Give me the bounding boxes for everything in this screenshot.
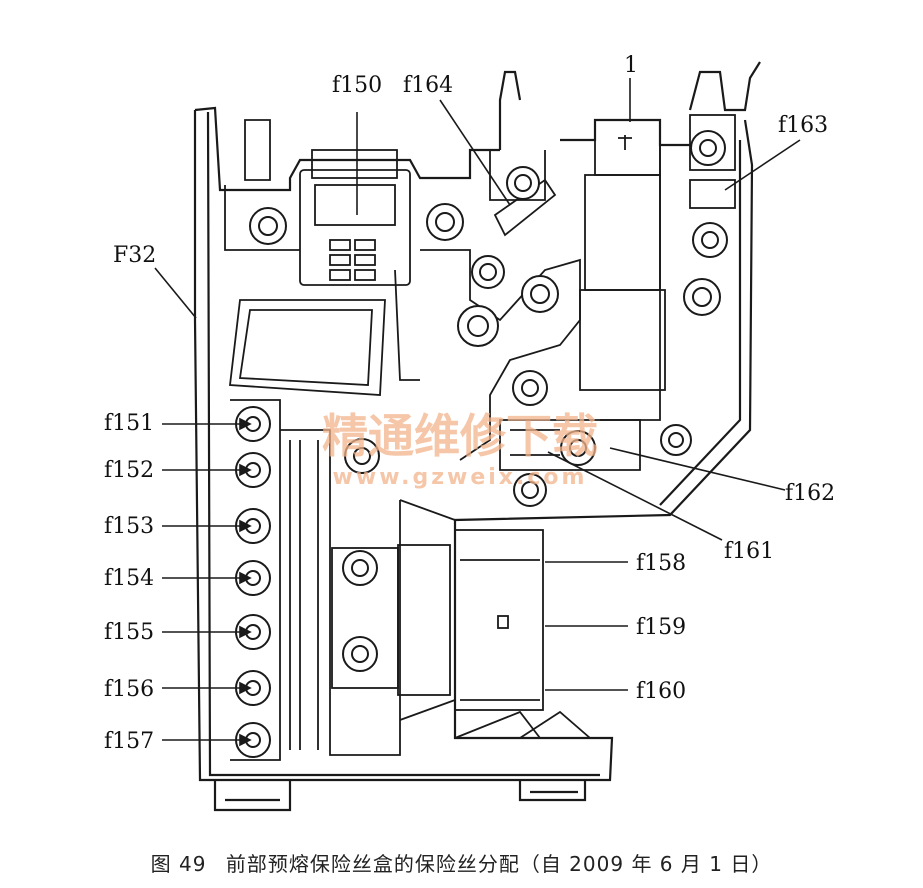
label-f157: f157 [104, 729, 154, 754]
left-fuse-column [230, 399, 401, 761]
watermark-text: 精通维修下载 [322, 409, 598, 463]
label-f151: f151 [104, 411, 154, 436]
label-f153: f153 [104, 514, 154, 539]
label-f160: f160 [636, 679, 686, 704]
lower-module [331, 419, 641, 739]
watermark-url: www.gzweix.com [333, 465, 588, 490]
leader-lines [154, 78, 801, 747]
label-f155: f155 [104, 620, 154, 645]
label-f161: f161 [724, 539, 774, 564]
label-f154: f154 [104, 566, 154, 591]
label-F32: F32 [113, 243, 156, 268]
label-f150: f150 [332, 73, 382, 98]
watermark: 精通维修下载 www.gzweix.com [322, 409, 598, 490]
upper-components [224, 114, 736, 461]
figure-caption: 图 49 前部预熔保险丝盒的保险丝分配（自 2009 年 6 月 1 日） [0, 848, 923, 877]
label-f159: f159 [636, 615, 686, 640]
label-f152: f152 [104, 458, 154, 483]
label-f158: f158 [636, 551, 686, 576]
label-1: 1 [624, 53, 638, 78]
figure-number: 图 49 [150, 852, 207, 876]
figure-title: 前部预熔保险丝盒的保险丝分配（自 2009 年 6 月 1 日） [225, 852, 773, 876]
label-f163: f163 [778, 113, 828, 138]
label-f162: f162 [785, 481, 835, 506]
callout-labels: f150 f164 1 f163 F32 f151 f152 f153 f154… [104, 53, 835, 754]
bolts [249, 130, 728, 672]
label-f164: f164 [403, 73, 453, 98]
label-f156: f156 [104, 677, 154, 702]
